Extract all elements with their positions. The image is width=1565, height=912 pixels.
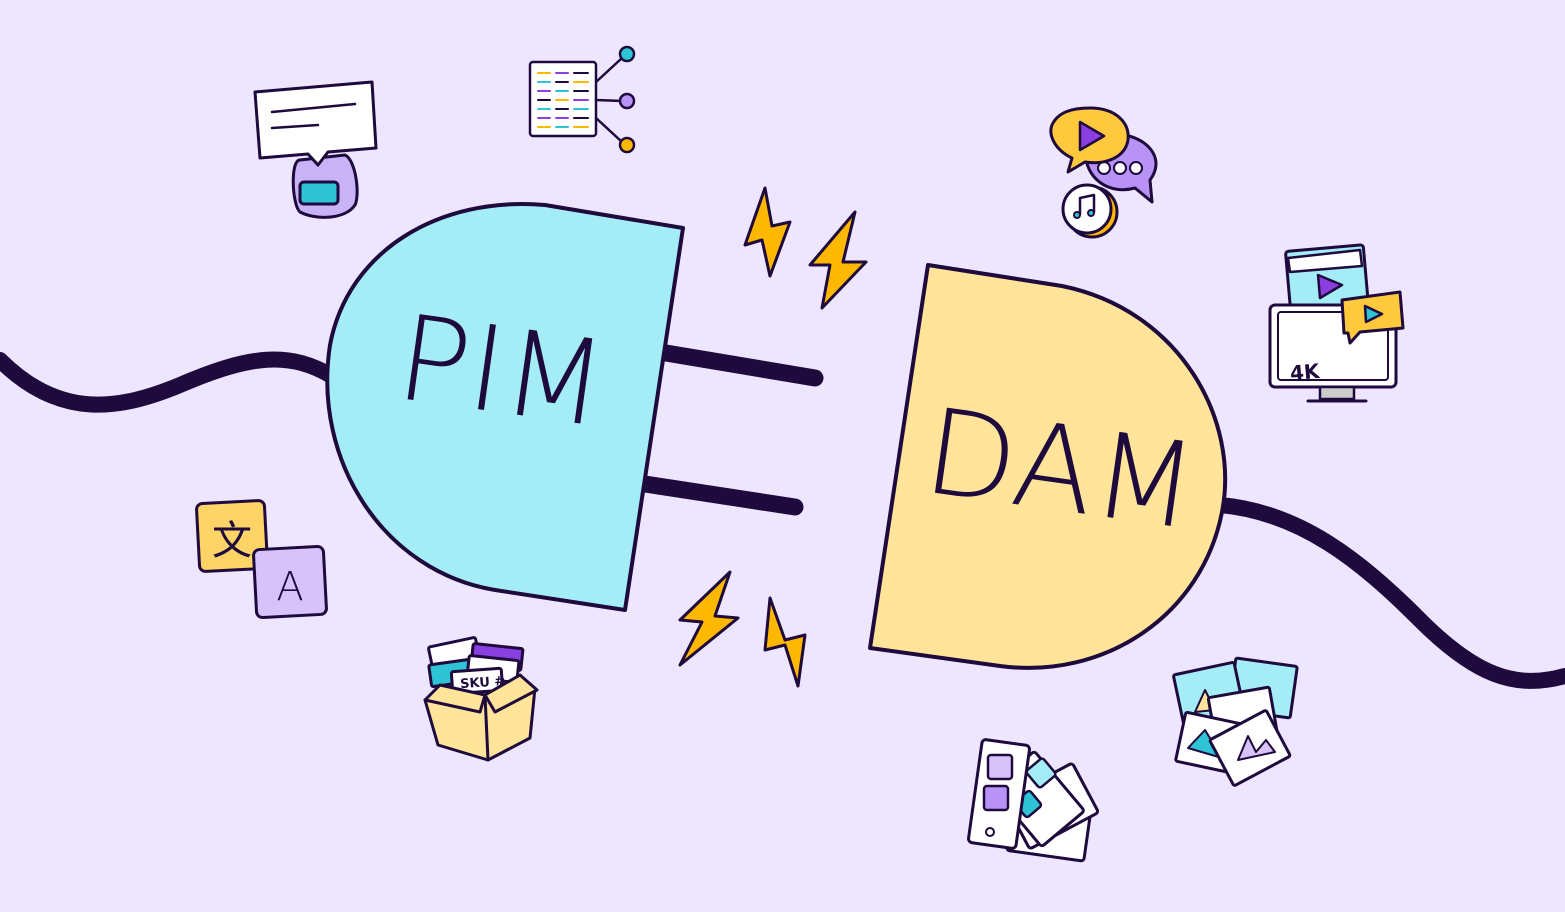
pim-label: PIM (389, 288, 614, 454)
4k-badge: 4K (1289, 359, 1322, 386)
translate-target-char: A (276, 564, 303, 610)
pim-prong-top (651, 343, 824, 387)
dam-plug (868, 263, 1228, 670)
translate-source-char: 文 (212, 518, 252, 564)
pim-prong-bottom (636, 475, 804, 516)
color-swatch-icon (967, 738, 1100, 863)
left-cable (0, 351, 343, 413)
right-cable (1212, 497, 1565, 689)
translate-icon (195, 499, 328, 619)
sku-tag-label: SKU # (460, 674, 506, 692)
media-chat-icon (1049, 106, 1158, 239)
video-4k-icon (1268, 243, 1405, 403)
lightning-bolt-icon (678, 186, 868, 688)
data-table-network-icon (528, 45, 636, 154)
product-description-icon (253, 80, 378, 219)
image-gallery-icon (1172, 656, 1299, 787)
pim-plug (325, 202, 685, 612)
sku-box-icon (423, 636, 539, 762)
